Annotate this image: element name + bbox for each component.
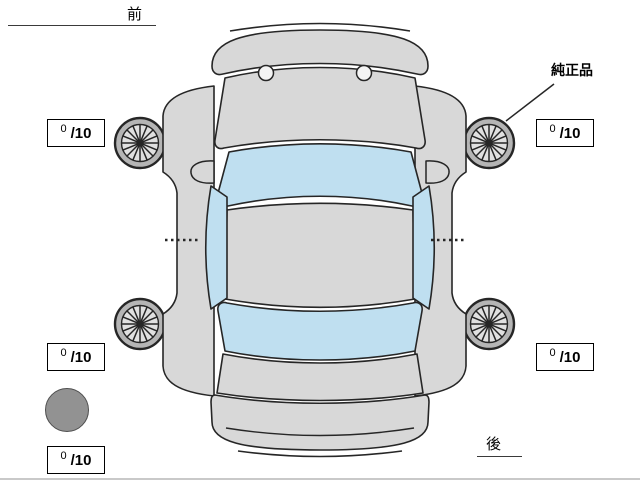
tread-box-rear-left: 0 /10 — [47, 343, 105, 371]
right-mirror — [425, 160, 450, 184]
front-left-wheel — [113, 116, 167, 170]
rear-label: 後 — [486, 436, 502, 453]
left-mirror — [190, 160, 215, 184]
tread-box-spare: 0 /10 — [47, 446, 105, 474]
roof — [224, 202, 416, 309]
tread-value: 0 — [549, 123, 556, 135]
rear-bumper-lip — [237, 450, 403, 458]
front-label: 前 — [127, 6, 143, 23]
genuine-part-callout-line — [505, 83, 555, 122]
front-bumper — [211, 29, 429, 76]
tread-box-front-left: 0 /10 — [47, 119, 105, 147]
tread-value: 0 — [60, 347, 67, 359]
rear-bumper — [210, 394, 430, 451]
rear-underline — [477, 456, 522, 457]
tread-value: 0 — [549, 347, 556, 359]
rear-right-wheel — [462, 297, 516, 351]
front-bumper-lip — [229, 22, 411, 32]
tread-denominator: /10 — [559, 348, 581, 366]
tread-box-front-right: 0 /10 — [536, 119, 594, 147]
tread-box-rear-right: 0 /10 — [536, 343, 594, 371]
tread-denominator: /10 — [559, 124, 581, 142]
rear-left-wheel — [113, 297, 167, 351]
tread-denominator: /10 — [70, 124, 92, 142]
front-underline — [8, 25, 156, 26]
rear-window — [217, 301, 423, 361]
trunk — [216, 353, 424, 402]
spare-tire-circle — [45, 388, 89, 432]
front-right-wheel — [462, 116, 516, 170]
tread-value: 0 — [60, 123, 67, 135]
tread-denominator: /10 — [70, 348, 92, 366]
tread-denominator: /10 — [70, 451, 92, 469]
hood-detail-left — [257, 64, 275, 82]
tread-value: 0 — [60, 450, 67, 462]
genuine-part-label: 純正品 — [551, 62, 593, 78]
hood-detail-right — [355, 64, 373, 82]
right-side-window — [412, 185, 436, 310]
left-side-window — [204, 185, 228, 310]
rear-bumper-inner-line — [225, 427, 415, 437]
hood — [214, 66, 426, 150]
windshield — [216, 142, 424, 208]
